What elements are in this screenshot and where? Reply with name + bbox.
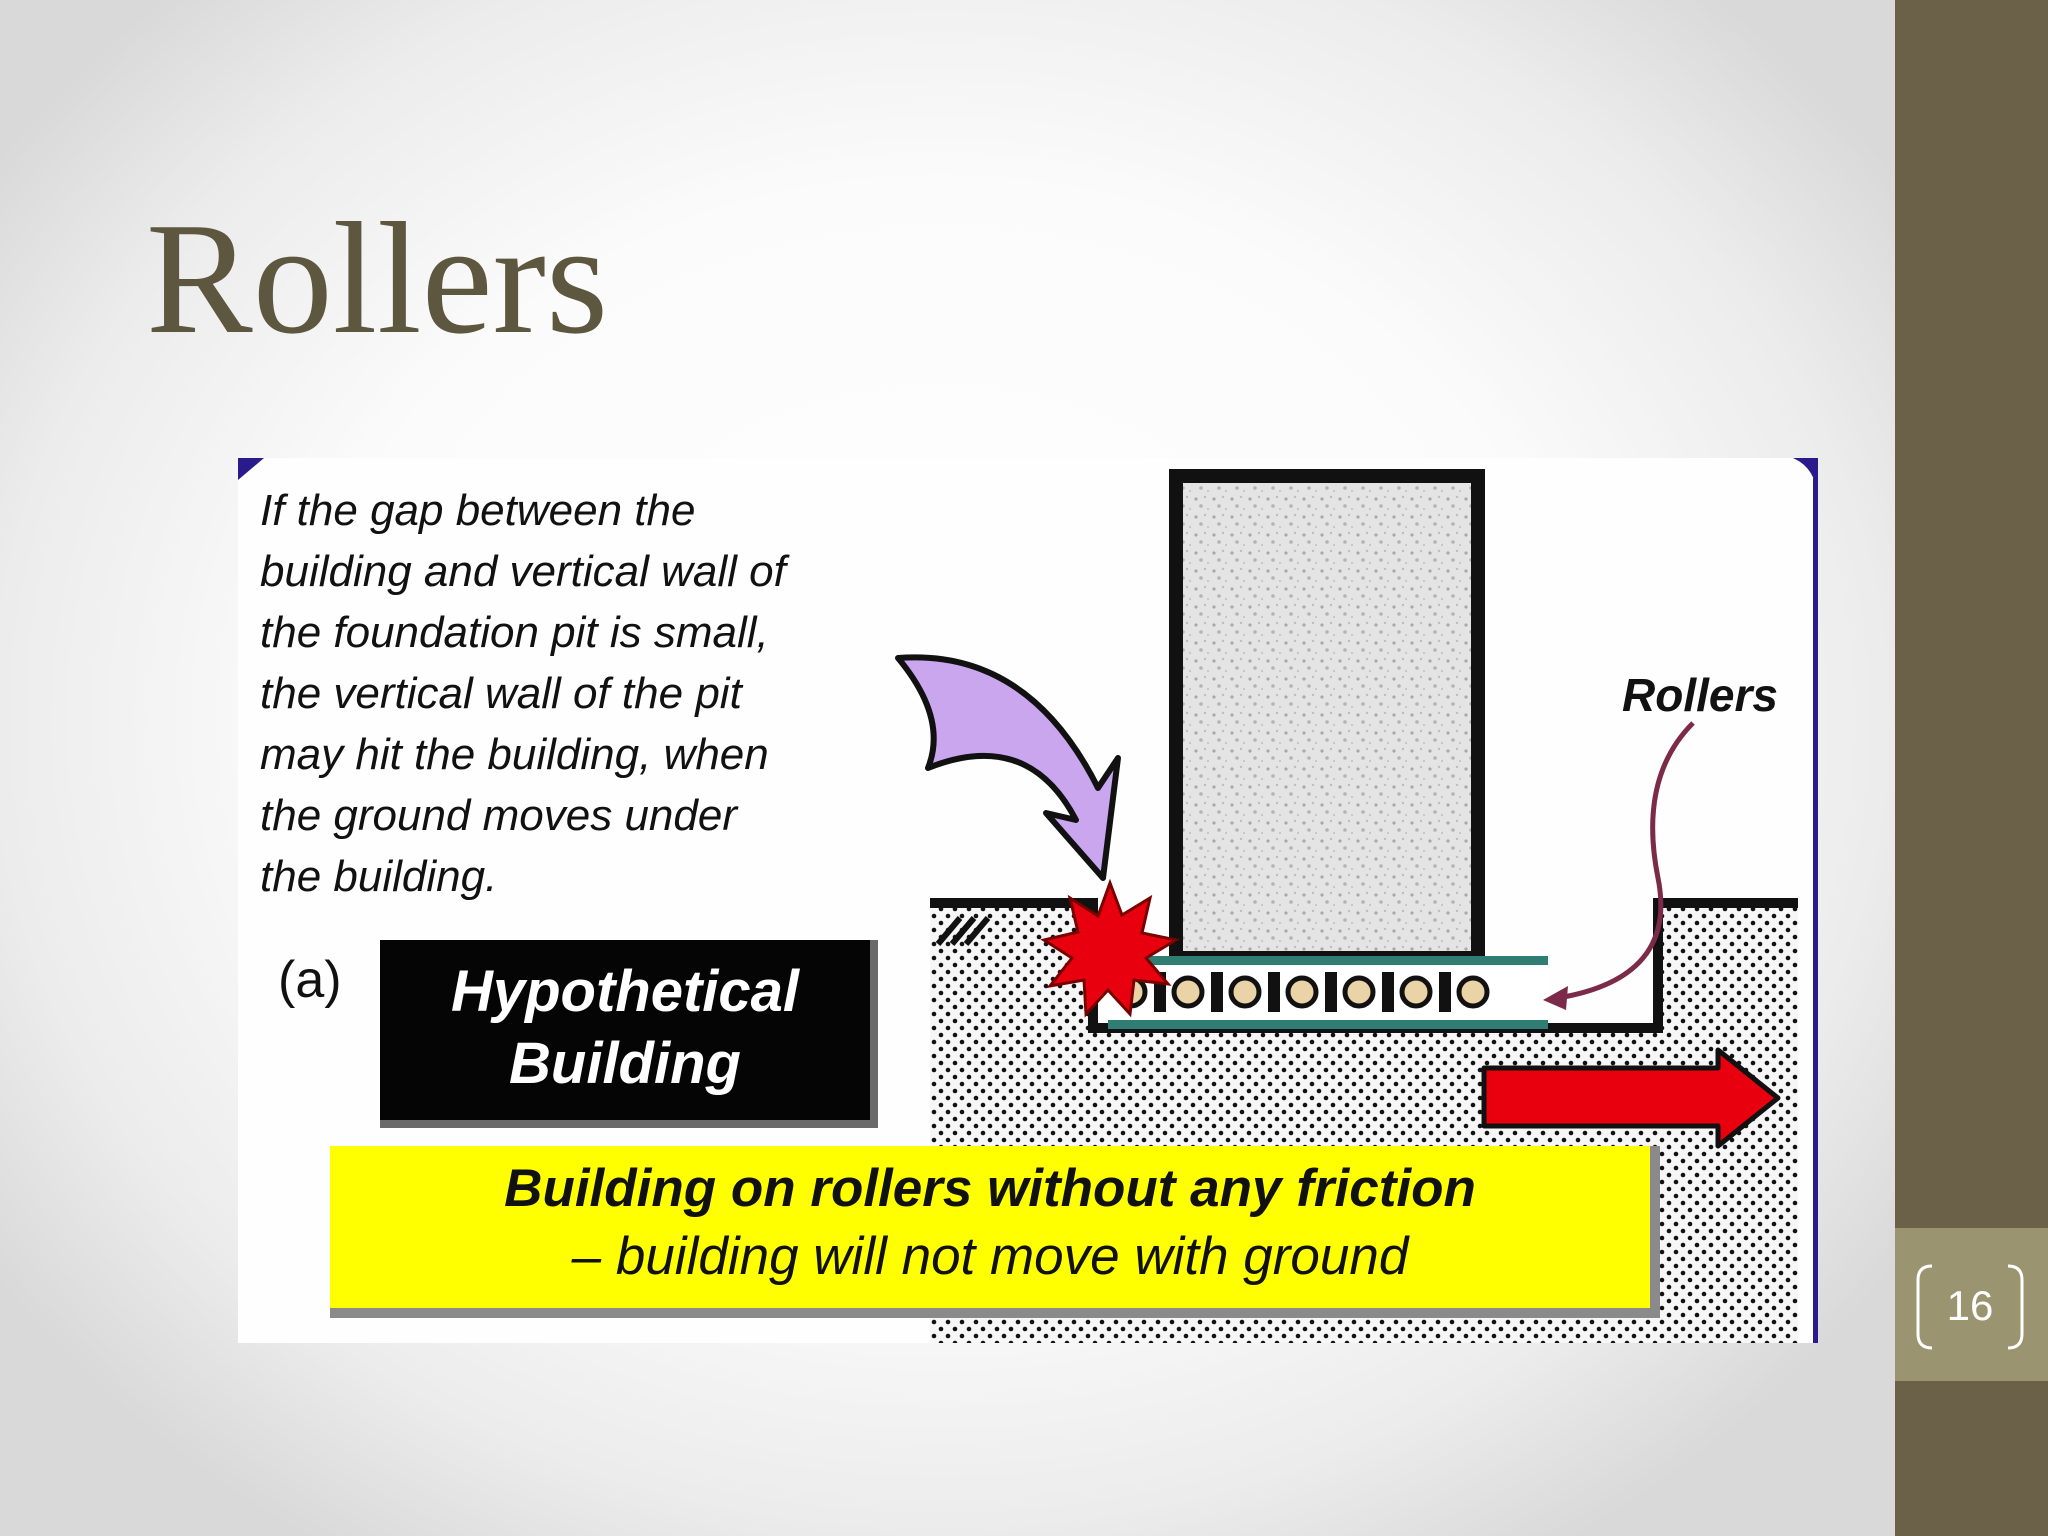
caption-line: If the gap between the [260, 486, 696, 535]
roller-spacer [1439, 972, 1451, 1012]
building-label-line1: Hypothetical [450, 959, 800, 1024]
ground-hatching [935, 916, 991, 946]
caption-line: the foundation pit is small, [260, 608, 769, 657]
roller-ball [1342, 975, 1376, 1009]
roller-ball [1456, 975, 1490, 1009]
caption-line: building and vertical wall of [260, 547, 786, 596]
roller-ball [1399, 975, 1433, 1009]
banner-line2: – building will not move with ground [571, 1227, 1409, 1286]
slide-number: 16 [1946, 1282, 1994, 1329]
roller-spacer [1211, 972, 1223, 1012]
impact-arrow [895, 654, 1121, 881]
building [1169, 469, 1485, 965]
slide-title: Rollers [146, 189, 609, 367]
caption-line: may hit the building, when [260, 730, 769, 779]
figure-caption: If the gap between the building and verti… [260, 480, 940, 907]
caption-line: the vertical wall of the pit [260, 669, 742, 718]
banner-line1: Building on rollers without any friction [504, 1159, 1476, 1218]
roller-ball [1285, 975, 1319, 1009]
roller-pointer [1557, 721, 1695, 1001]
impact-burst-icon [1040, 878, 1181, 1018]
roller-spacer [1325, 972, 1337, 1012]
figure-frame [238, 458, 1818, 1343]
roller-pointer-head [1543, 986, 1568, 1010]
roller-spacer [1268, 972, 1280, 1012]
roller-assembly [1108, 956, 1548, 1029]
caption-line: the ground moves under [260, 791, 737, 840]
part-label: (a) [278, 951, 342, 1009]
summary-banner: Building on rollers without any friction… [330, 1146, 1660, 1318]
roller-ball [1171, 975, 1205, 1009]
rollers-label: Rollers [1622, 669, 1778, 721]
slide-number-bracket-icon [1916, 1264, 2024, 1350]
ground-motion-arrow [1481, 1047, 1781, 1149]
caption-line: the building. [260, 852, 498, 901]
building-label-box: Hypothetical Building [380, 940, 878, 1128]
roller-spacer [1382, 972, 1394, 1012]
roller-ball [1228, 975, 1262, 1009]
roller-foundation-figure: If the gap between the building and verti… [238, 458, 1818, 1343]
building-label-line2: Building [509, 1031, 741, 1096]
